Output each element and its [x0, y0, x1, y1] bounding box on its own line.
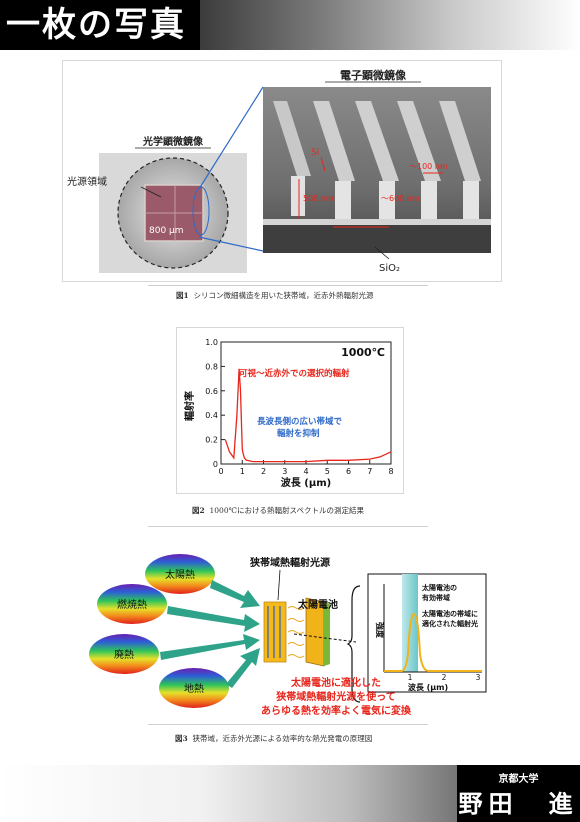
si-label: Si — [311, 148, 319, 158]
y-tick-label: 0 — [213, 460, 218, 469]
svg-text:2: 2 — [442, 673, 447, 682]
page-title: 一枚の写真 — [6, 5, 186, 45]
inset-x-label: 波長 (μm) — [408, 682, 448, 692]
source-label-solar: 太陽熱 — [165, 568, 195, 581]
heat-source-waste — [89, 634, 159, 674]
author-affiliation: 京都大学 — [498, 774, 539, 785]
annotation-selective-emission: 可視～近赤外での選択的輻射 — [239, 368, 350, 379]
figure-2-caption: 図2 1000℃における熱輻射スペクトルの測定結果 — [192, 506, 364, 515]
message-line-2: 狭帯域熱輻射光源を使って — [275, 690, 396, 703]
inset-bracket — [346, 585, 361, 703]
x-tick-label: 3 — [282, 467, 287, 476]
x-tick-label: 2 — [261, 467, 266, 476]
figure-3-caption: 図3 狭帯域，近赤外光源による効率的な熱光発電の原理図 — [175, 734, 373, 743]
figure-3: 太陽熱 燃焼熱 廃熱 地熱 狭帯域熱輻射光源 太陽電池 1 — [84, 544, 504, 722]
y-tick-label: 0.2 — [205, 436, 218, 445]
zoom-line-bottom — [198, 236, 264, 252]
dim-600nm: ～600 nm — [381, 194, 420, 203]
y-axis-label: 輻射率 — [183, 391, 196, 421]
dim-100nm: ～100 nm — [409, 162, 448, 171]
zoom-line-top — [198, 86, 264, 190]
optical-title: 光学顕微鏡像 — [142, 135, 204, 148]
heat-source-combustion — [97, 584, 167, 624]
x-tick-label: 0 — [218, 467, 223, 476]
svg-text:3: 3 — [476, 673, 481, 682]
x-tick-label: 4 — [303, 467, 308, 476]
legend-band-1: 太陽電池の — [422, 583, 457, 592]
author-name: 野田 進 — [458, 790, 579, 818]
y-tick-label: 0.4 — [205, 411, 218, 420]
x-tick-label: 5 — [325, 467, 330, 476]
sem-title: 電子顕微鏡像 — [340, 68, 407, 82]
legend-band-2: 有効帯域 — [422, 593, 450, 602]
y-tick-label: 0.8 — [205, 362, 218, 371]
source-label-geothermal: 地熱 — [184, 682, 204, 695]
legend-emission-1: 太陽電池の帯域に — [422, 609, 478, 618]
x-tick-label: 7 — [367, 467, 372, 476]
heat-flow-arrows — [160, 580, 260, 688]
message-line-1: 太陽電池に適化した — [290, 676, 381, 689]
emissivity-chart: 0 0.2 0.4 0.6 0.8 1.0 0 1 2 3 4 5 6 7 8 1000℃ 可視～近赤外で… — [183, 338, 394, 489]
emissivity-series-line — [224, 368, 392, 463]
figure-1-illustration: 電子顕微鏡像 光学顕微鏡像 光源領域 800 μm Si ～100 nm 500… — [67, 68, 491, 274]
scale-label: 800 μm — [149, 226, 184, 236]
header-title-block — [0, 0, 200, 50]
sio2-label: SiO₂ — [379, 263, 400, 274]
narrowband-emitter — [263, 601, 287, 663]
legend-emission-2: 適化された輻射光 — [422, 619, 478, 628]
source-label-combustion: 燃焼熱 — [117, 598, 147, 611]
tpv-principle-diagram: 太陽熱 燃焼熱 廃熱 地熱 狭帯域熱輻射光源 太陽電池 1 — [89, 554, 487, 717]
heat-source-solar — [145, 554, 215, 594]
x-tick-label: 1 — [240, 467, 245, 476]
x-axis-label: 波長 (μm) — [281, 476, 331, 489]
figure-1-frame: 電子顕微鏡像 光学顕微鏡像 光源領域 800 μm Si ～100 nm 500… — [62, 60, 502, 282]
sem-grating — [263, 101, 491, 253]
chart-title: 1000℃ — [341, 346, 385, 359]
y-tick-label: 0.6 — [205, 387, 218, 396]
annotation-suppression-2: 輻射を抑制 — [277, 428, 320, 439]
x-tick-label: 6 — [346, 467, 351, 476]
figure-2-frame: 0 0.2 0.4 0.6 0.8 1.0 0 1 2 3 4 5 6 7 8 1000℃ 可視～近赤外で… — [176, 327, 404, 494]
figure-1-caption: 図1 シリコン微細構造を用いた狭帯域，近赤外熱輻射光源 — [176, 291, 374, 300]
author-block — [457, 765, 580, 822]
heat-source-geothermal — [159, 668, 229, 708]
plot-area — [220, 341, 392, 465]
emitter-label: 狭帯域熱輻射光源 — [249, 556, 330, 569]
optimized-emission-peak — [384, 612, 482, 672]
annotation-suppression-1: 長波長側の広い帯域で — [257, 416, 343, 427]
x-tick-label: 8 — [388, 467, 393, 476]
source-area-label: 光源領域 — [67, 175, 107, 188]
message-line-3: あらゆる熱を効率よく電気に変換 — [261, 704, 412, 717]
source-label-waste: 廃熱 — [114, 648, 134, 661]
cell-label: 太陽電池 — [297, 598, 338, 611]
inset-y-label: 強度 — [375, 622, 385, 639]
dim-500nm: 500 nm — [303, 194, 334, 203]
svg-text:1: 1 — [408, 673, 413, 682]
y-tick-label: 1.0 — [205, 338, 218, 347]
